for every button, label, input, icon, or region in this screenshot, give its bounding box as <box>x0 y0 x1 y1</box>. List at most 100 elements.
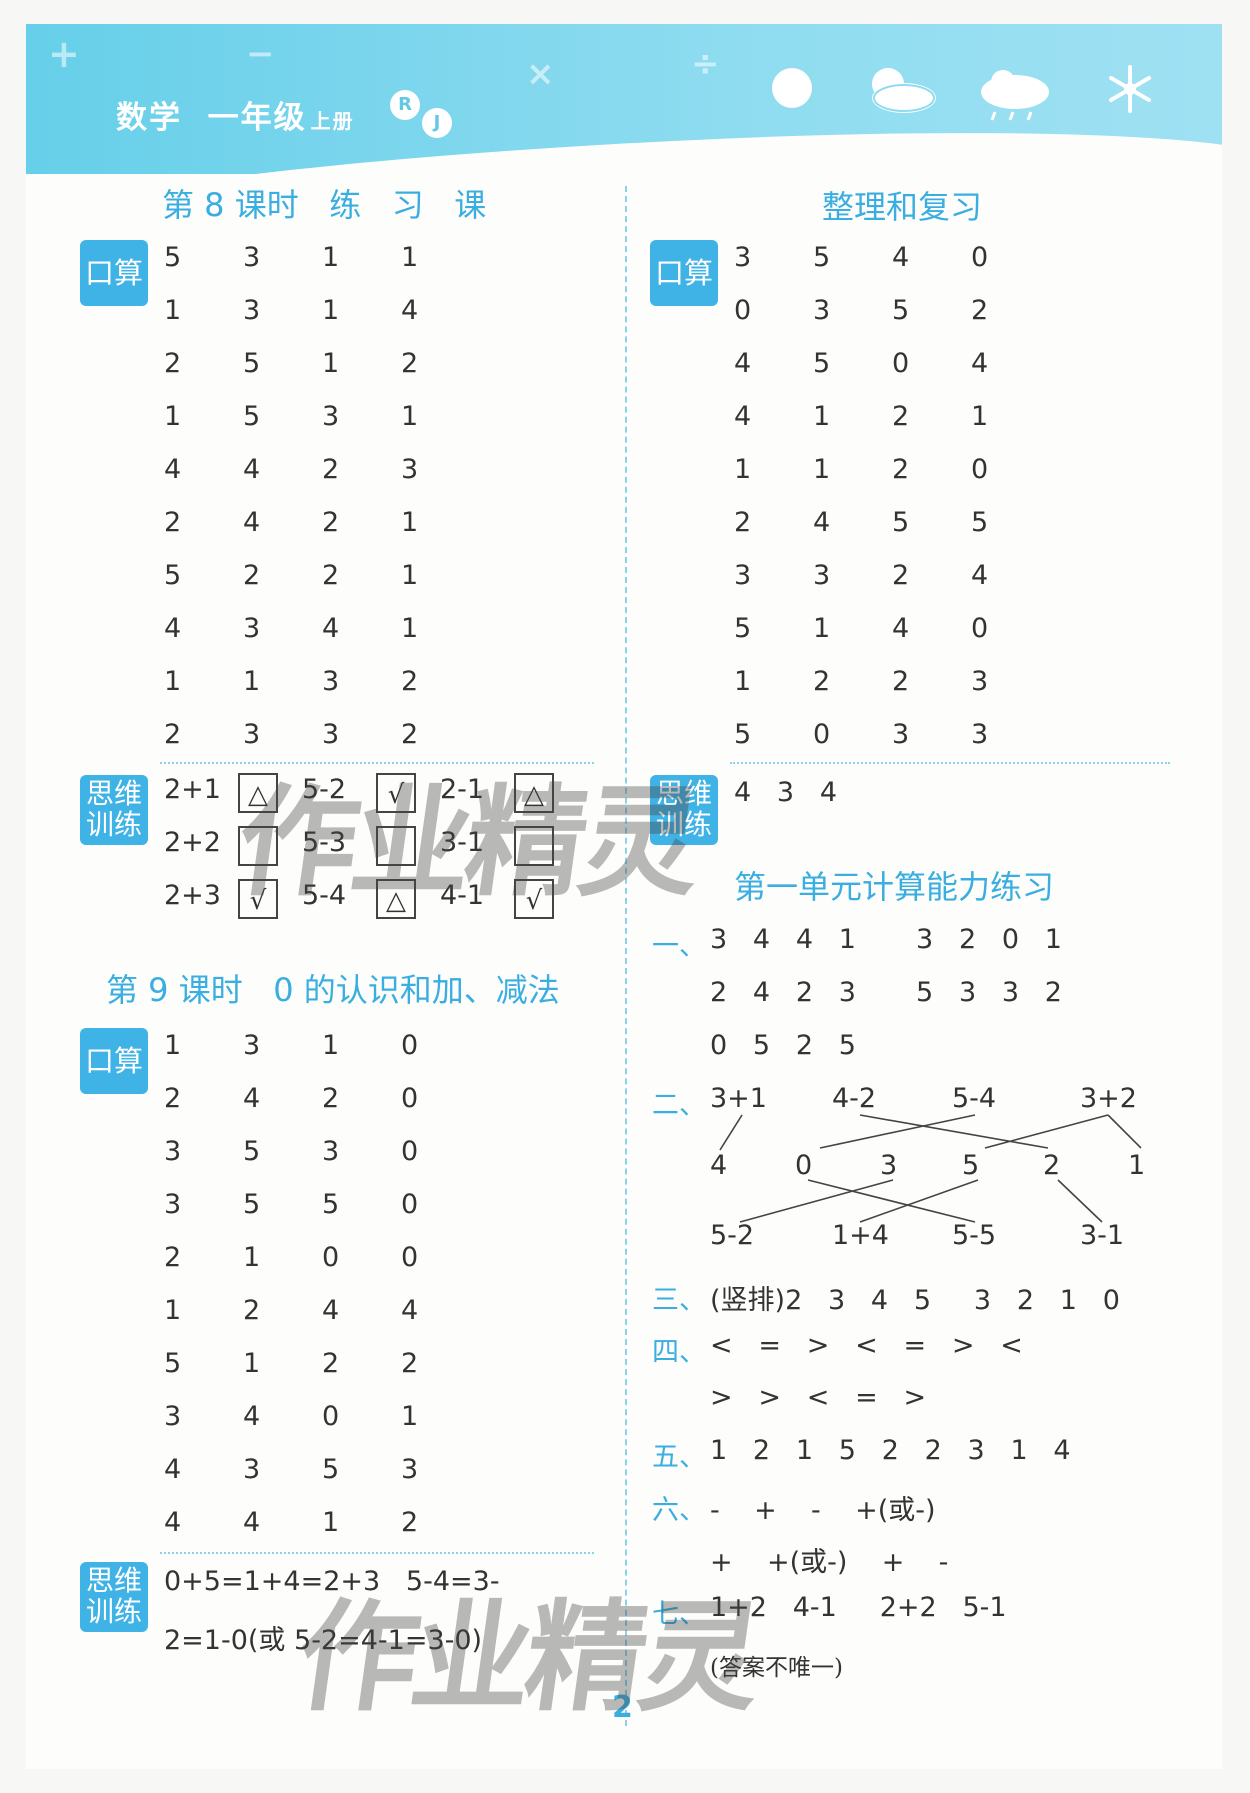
lesson8-answer-cell: 1 <box>401 401 419 432</box>
review-siwei-answer: 4 3 4 <box>734 777 838 808</box>
lesson9-answer-cell: 5 <box>243 1136 261 1167</box>
lesson8-answer-cell: 1 <box>243 666 261 697</box>
lesson9-answer-cell: 2 <box>164 1083 182 1114</box>
lesson8-answer-cell: 2 <box>322 560 340 591</box>
review-answer-cell: 5 <box>813 348 831 379</box>
answer-box: √ <box>238 879 278 919</box>
lesson9-answer-cell: 2 <box>322 1083 340 1114</box>
lesson8-answer-cell: 4 <box>164 454 182 485</box>
answer-box: △ <box>514 773 554 813</box>
review-answer-cell: 3 <box>971 719 989 750</box>
review-answer-cell: 5 <box>734 719 752 750</box>
lesson9-answer-cell: 1 <box>243 1242 261 1273</box>
lesson9-kousuan-label: 口算 <box>80 1028 148 1094</box>
siwei-expression: 2+3 <box>164 879 221 911</box>
lesson8-answer-cell: 2 <box>164 507 182 538</box>
q7-note: (答案不唯一) <box>710 1655 843 1681</box>
q4-row-1: < = > < = > < <box>710 1330 1023 1361</box>
lesson8-kousuan-label: 口算 <box>80 240 148 306</box>
review-answer-cell: 2 <box>892 454 910 485</box>
lesson9-answer-cell: 2 <box>164 1242 182 1273</box>
lesson9-answer-cell: 2 <box>243 1295 261 1326</box>
lesson8-answer-cell: 5 <box>243 401 261 432</box>
q7-answer: 1+2 4-1 2+2 5-1 <box>710 1592 1007 1623</box>
lesson9-answer-cell: 2 <box>401 1348 419 1379</box>
review-answer-cell: 3 <box>734 242 752 273</box>
siwei-expression: 5-4 <box>302 879 347 911</box>
lesson9-answer-cell: 5 <box>322 1189 340 1220</box>
q2-mid-3: 3 <box>880 1150 898 1181</box>
answer-box: △ <box>238 773 278 813</box>
watermark-lower: 作业精灵 <box>288 1589 765 1728</box>
lesson9-siwei-line2: 2=1-0(或 5-2=4-1=3-0) <box>164 1625 483 1656</box>
lesson8-answer-cell: 1 <box>322 242 340 273</box>
sun-icon <box>772 68 812 108</box>
review-answer-cell: 2 <box>892 560 910 591</box>
lesson9-answer-cell: 0 <box>401 1189 419 1220</box>
lesson8-answer-cell: 1 <box>322 348 340 379</box>
q2-top-4: 3+2 <box>1080 1083 1137 1114</box>
lesson8-title: 第 8 课时 练 习 课 <box>162 186 487 224</box>
q4-row-2: > > < = > <box>710 1382 927 1413</box>
column-divider <box>625 186 627 1726</box>
lesson9-answer-cell: 3 <box>164 1136 182 1167</box>
q4-number: 四、 <box>652 1337 706 1368</box>
answer-box <box>514 826 554 866</box>
lesson9-answer-cell: 4 <box>322 1295 340 1326</box>
lesson9-answer-cell: 3 <box>243 1030 261 1061</box>
review-answer-cell: 0 <box>971 454 989 485</box>
lesson9-answer-cell: 2 <box>322 1348 340 1379</box>
review-title: 整理和复习 <box>822 188 983 226</box>
page-number: 2 <box>612 1690 633 1725</box>
lesson9-answer-cell: 1 <box>322 1507 340 1538</box>
siwei-expression: 4-1 <box>440 879 485 911</box>
review-siwei-label: 思维训练 <box>650 775 718 845</box>
review-answer-cell: 2 <box>813 666 831 697</box>
lesson9-answer-row: 2 1 0 0 <box>164 1242 480 1295</box>
q2-bot-4: 3-1 <box>1080 1220 1125 1251</box>
siwei-expression: 2+2 <box>164 826 221 858</box>
lesson8-answer-cell: 3 <box>243 295 261 326</box>
lesson8-answer-cell: 5 <box>164 242 182 273</box>
review-answer-cell: 4 <box>734 348 752 379</box>
lesson9-title: 第 9 课时 0 的认识和加、减法 <box>106 971 560 1009</box>
review-answer-cell: 5 <box>813 242 831 273</box>
lesson8-answer-cell: 1 <box>164 666 182 697</box>
section-separator <box>730 762 1170 764</box>
siwei-expression: 5-3 <box>302 826 347 858</box>
lesson8-answer-cell: 3 <box>322 719 340 750</box>
review-answer-cell: 2 <box>734 507 752 538</box>
lesson9-answer-cell: 0 <box>401 1242 419 1273</box>
lesson9-answer-cell: 5 <box>164 1348 182 1379</box>
lesson8-answer-cell: 3 <box>243 613 261 644</box>
lesson8-answer-cell: 2 <box>322 454 340 485</box>
siwei-expression: 2-1 <box>440 773 485 805</box>
lesson9-answer-cell: 0 <box>401 1083 419 1114</box>
review-answer-cell: 1 <box>813 613 831 644</box>
review-answer-cell: 5 <box>892 295 910 326</box>
lesson9-answer-cell: 0 <box>401 1136 419 1167</box>
lesson8-answer-cell: 1 <box>401 242 419 273</box>
lesson9-answer-cell: 0 <box>322 1242 340 1273</box>
q2-bot-1: 5-2 <box>710 1220 755 1251</box>
q2-top-2: 4-2 <box>832 1083 877 1114</box>
lesson8-answer-cell: 3 <box>243 719 261 750</box>
lesson9-answer-row: 5 1 2 2 <box>164 1348 480 1401</box>
review-kousuan-label: 口算 <box>650 240 718 306</box>
lesson9-answer-cell: 3 <box>243 1454 261 1485</box>
q6-row-1: - + - +(或-) <box>710 1495 936 1526</box>
lesson9-answer-cell: 1 <box>243 1348 261 1379</box>
